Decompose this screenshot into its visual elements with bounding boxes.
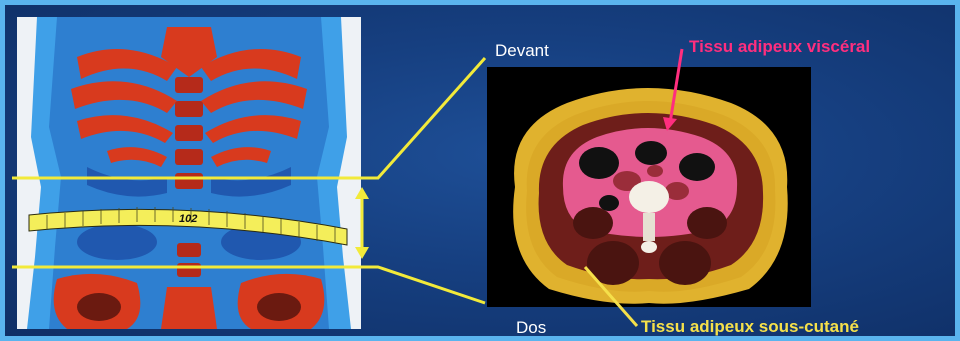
abdominal-cross-section-image — [487, 67, 811, 307]
torso-scan-image: 102 — [17, 17, 361, 329]
torso-scan-panel: 102 — [17, 17, 361, 329]
back-label: Dos — [516, 318, 546, 338]
tape-measure-value: 102 — [179, 213, 197, 225]
abdominal-cross-section-panel — [487, 67, 811, 307]
subcutaneous-fat-label: Tissu adipeux sous-cutané — [641, 317, 859, 337]
visceral-fat-label: Tissu adipeux viscéral — [689, 37, 870, 57]
front-label: Devant — [495, 41, 549, 61]
